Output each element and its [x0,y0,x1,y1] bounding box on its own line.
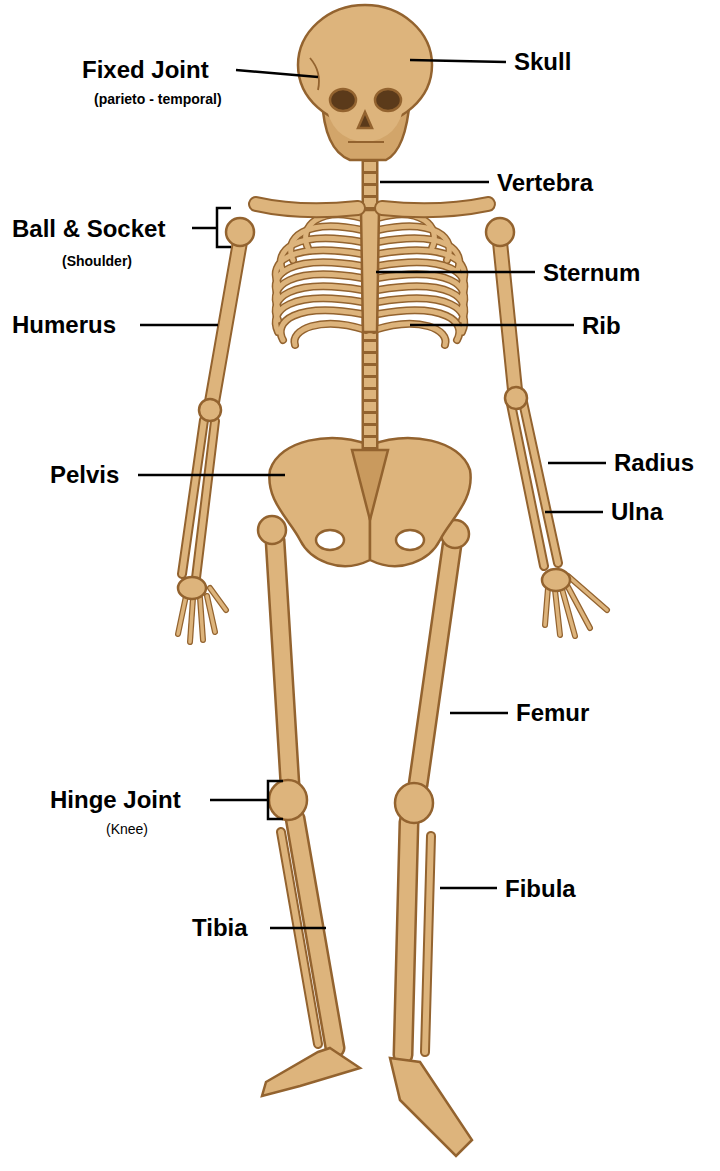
bone-label: Skull [514,49,571,75]
shoulder-joint [226,218,254,246]
eye-socket [330,89,356,111]
elbow-joint [199,399,221,421]
knee-joint [395,783,433,823]
bone-label: Fibula [505,876,576,902]
joint-label: Hinge Joint [50,787,181,813]
hip-joint [258,516,286,544]
knee-joint [269,780,307,820]
leader-line [548,462,606,465]
bracket [268,781,283,819]
joint-sublabel: (Knee) [106,822,148,837]
bone-label: Radius [614,450,694,476]
leader-line [380,181,489,184]
bone-label: Femur [516,700,589,726]
bone-label: Tibia [192,915,248,941]
sacrum [352,450,388,520]
leader-line [236,70,318,77]
leader-line [138,474,285,477]
leader-line [192,227,217,230]
elbow-joint [505,387,527,409]
leader-line [210,799,268,802]
joint-sublabel: (Shoulder) [62,254,132,269]
bracket [217,208,231,247]
leader-line [440,887,497,890]
bone-label: Rib [582,313,621,339]
foot [390,1058,472,1156]
joint-sublabel: (parieto - temporal) [94,92,222,107]
foot [262,1048,360,1096]
suture [310,58,319,90]
shoulder-joint [486,218,514,246]
bone-label: Vertebra [497,170,593,196]
leader-line [545,511,603,514]
skull-bone [298,5,432,160]
leader-line [140,324,218,327]
obturator-hole [316,530,344,550]
nasal-cavity [358,112,372,128]
leader-line [450,712,508,715]
joint-label: Fixed Joint [82,57,209,83]
arm-joints [178,218,570,599]
bone-label: Pelvis [50,462,119,488]
leader-line [270,927,326,930]
joint-label: Ball & Socket [12,216,165,242]
bone-label: Ulna [611,499,663,525]
leader-line [410,324,574,327]
wrist [178,577,206,599]
leader-lines [138,60,606,928]
bone-fill [212,204,515,402]
eye-socket [375,89,401,111]
leader-line [376,271,535,274]
bone-outline [212,204,515,402]
bone-outline [182,402,558,1052]
teeth [348,141,384,143]
wrist [542,569,570,591]
bone-fill [182,402,558,1052]
bone-label: Sternum [543,260,640,286]
obturator-hole [396,530,424,550]
bone-label: Humerus [12,312,116,338]
pelvis-bone [269,438,470,566]
leader-line [410,60,506,62]
joints [258,516,472,1156]
